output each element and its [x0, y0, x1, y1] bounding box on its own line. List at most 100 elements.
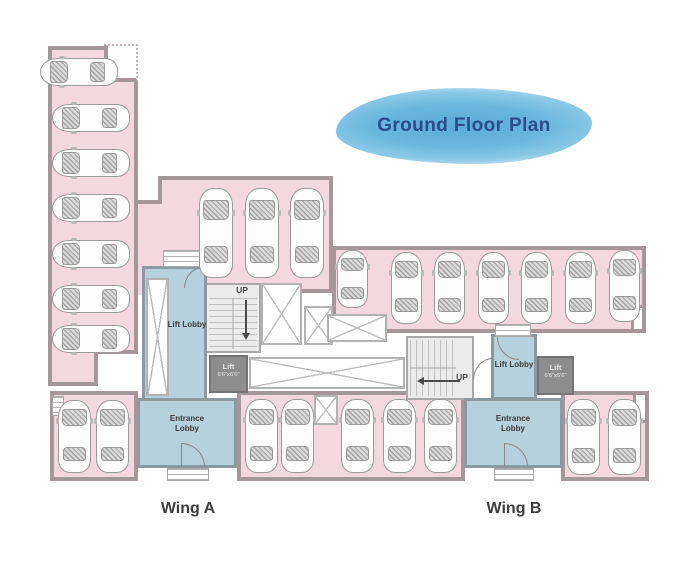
- car-rear-window: [101, 152, 118, 174]
- car: [243, 188, 281, 278]
- car-rear-window: [62, 446, 87, 462]
- car: [52, 238, 130, 270]
- lift-lobby-label-b: Lift Lobby: [494, 360, 534, 369]
- car-rear-window: [89, 61, 106, 83]
- car-windshield: [394, 261, 419, 278]
- car: [339, 399, 376, 473]
- car: [563, 252, 598, 324]
- door-arc: [473, 358, 493, 380]
- car: [476, 252, 511, 324]
- car-rear-window: [249, 245, 275, 263]
- car: [381, 399, 418, 473]
- car-windshield: [481, 261, 506, 278]
- lift-wing-b: Lift 6'6"x6'6": [537, 356, 574, 395]
- car-windshield: [99, 409, 126, 427]
- stair-treads: [410, 340, 456, 396]
- car: [52, 147, 130, 179]
- car-rear-window: [341, 287, 364, 299]
- title-watercolor-banner: [336, 88, 592, 164]
- lift-size-b: 6'6"x6'6": [544, 373, 567, 379]
- car: [288, 188, 326, 278]
- stair-arrow-head-a: [241, 333, 250, 340]
- car-windshield: [62, 107, 80, 129]
- car-rear-window: [249, 446, 274, 461]
- entry-steps-b-bottom: [494, 468, 534, 481]
- car-windshield: [437, 261, 462, 278]
- car-rear-window: [525, 298, 548, 313]
- car-windshield: [62, 328, 80, 350]
- car: [279, 399, 316, 473]
- car-windshield: [249, 199, 275, 220]
- car-rear-window: [395, 298, 418, 313]
- wing-b-label: Wing B: [486, 500, 542, 517]
- car-windshield: [62, 243, 80, 265]
- wing-a-label: Wing A: [160, 500, 216, 517]
- lift-size-a: 6'6"x6'6": [217, 372, 240, 378]
- entrance-lobby-label-b: Entrance Lobby: [495, 414, 531, 433]
- service-duct-south: [314, 395, 338, 425]
- car-windshield: [344, 408, 371, 426]
- car-rear-window: [482, 298, 505, 313]
- car: [519, 252, 554, 324]
- car-rear-window: [294, 245, 320, 263]
- car-rear-window: [387, 446, 412, 461]
- service-duct-wide: [249, 357, 405, 389]
- service-duct: [261, 283, 302, 345]
- car-rear-window: [569, 298, 592, 313]
- car-windshield: [568, 261, 593, 278]
- car-rear-window: [428, 446, 453, 461]
- stair-arrow-line-a: [245, 300, 247, 334]
- lift-wing-a: Lift 6'6"x6'6": [209, 355, 248, 393]
- car-rear-window: [285, 446, 310, 461]
- car: [565, 399, 602, 475]
- car: [432, 252, 467, 324]
- page-title: Ground Floor Plan: [377, 115, 551, 136]
- car: [422, 399, 459, 473]
- service-duct: [327, 314, 387, 342]
- car-rear-window: [101, 328, 118, 350]
- car-rear-window: [101, 288, 118, 310]
- stair-arrow-line-b: [424, 380, 460, 382]
- car: [52, 323, 130, 355]
- car-windshield: [612, 259, 637, 276]
- car: [606, 399, 643, 475]
- car: [335, 250, 370, 308]
- stair-arrow-head-b: [417, 376, 424, 385]
- car-windshield: [294, 199, 320, 220]
- ramp: [146, 278, 169, 396]
- car: [197, 188, 235, 278]
- car-windshield: [524, 261, 549, 278]
- car-rear-window: [101, 107, 118, 129]
- car: [52, 283, 130, 315]
- car-windshield: [340, 257, 365, 272]
- car-rear-window: [101, 197, 118, 219]
- car: [243, 399, 280, 473]
- car-windshield: [284, 408, 311, 426]
- car-windshield: [203, 199, 229, 220]
- car-rear-window: [438, 298, 461, 313]
- car-windshield: [427, 408, 454, 426]
- car-windshield: [62, 288, 80, 310]
- entry-steps-a-bottom: [167, 468, 209, 481]
- car: [94, 400, 131, 473]
- car-windshield: [611, 408, 638, 427]
- entrance-lobby-label-a: Entrance Lobby: [169, 414, 205, 433]
- car-rear-window: [612, 447, 637, 463]
- car-windshield: [386, 408, 413, 426]
- lift-label-a: Lift: [222, 362, 235, 371]
- stair-up-label-a: UP: [236, 285, 248, 295]
- car-windshield: [248, 408, 275, 426]
- notch-bottom-west: [94, 350, 138, 386]
- car-windshield: [62, 197, 80, 219]
- lift-label-b: Lift: [549, 363, 562, 372]
- car-windshield: [61, 409, 88, 427]
- car: [56, 400, 93, 473]
- stair-treads: [209, 298, 257, 349]
- car-windshield: [62, 152, 80, 174]
- car-windshield: [50, 61, 68, 83]
- car: [52, 102, 130, 134]
- car-rear-window: [571, 447, 596, 463]
- car-rear-window: [345, 446, 370, 461]
